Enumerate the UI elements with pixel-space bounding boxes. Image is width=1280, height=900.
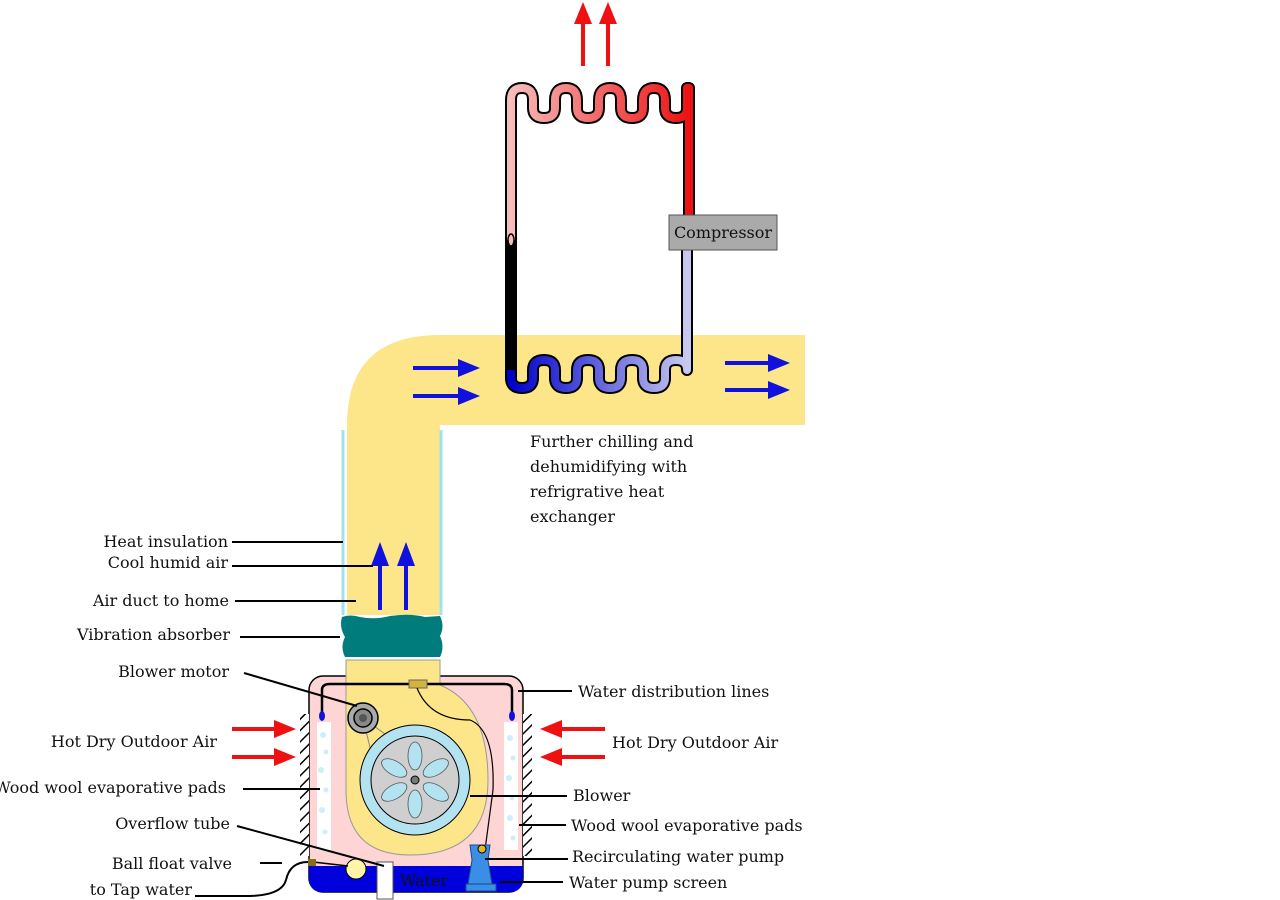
label-wood-wool-pads-left: Wood wool evaporative pads [0, 778, 226, 797]
label-ball-float-valve: Ball float valve [112, 854, 232, 873]
tap-water-line [195, 861, 309, 897]
leader-lines [232, 541, 572, 883]
chilling-note: Further chilling and dehumidifying with … [530, 432, 693, 526]
label-wood-wool-pads-right: Wood wool evaporative pads [571, 816, 803, 835]
cool-air-up-arrows [371, 542, 415, 610]
side-louver-left [300, 714, 309, 856]
overflow-tube [376, 861, 394, 900]
evaporator-coil [507, 250, 691, 392]
hot-air-exhaust-arrows [574, 2, 617, 66]
label-vibration-absorber: Vibration absorber [76, 625, 230, 644]
compressor-label: Compressor [674, 223, 772, 242]
duct-flow-arrows-right [725, 354, 790, 399]
refrigerant-loop: Compressor [505, 82, 778, 394]
compressor-box [668, 214, 778, 251]
tee-fitting [408, 679, 428, 689]
label-air-duct-to-home: Air duct to home [92, 591, 229, 610]
duct-flow-arrows-left [413, 359, 480, 405]
side-louver-right [523, 714, 532, 856]
expansion-valve [507, 233, 515, 247]
label-blower-motor: Blower motor [118, 662, 229, 681]
hot-air-in-arrows-right [540, 720, 605, 766]
air-duct [341, 335, 805, 615]
chilling-note-line-3: refrigrative heat [530, 482, 665, 501]
pump-riser [416, 687, 494, 851]
label-heat-insulation: Heat insulation [103, 532, 228, 551]
label-hot-dry-outdoor-air-left: Hot Dry Outdoor Air [51, 732, 217, 751]
chilling-note-line-4: exchanger [530, 507, 615, 526]
evaporative-pad-right [504, 722, 518, 850]
pad-texture [318, 732, 516, 841]
chilling-note-line-1: Further chilling and [530, 432, 693, 451]
label-water-distribution-lines: Water distribution lines [578, 682, 769, 701]
water-label: Water [400, 871, 448, 890]
label-water-pump-screen: Water pump screen [569, 873, 727, 892]
vibration-absorber [341, 614, 443, 657]
hot-air-in-arrows-left [232, 720, 296, 766]
label-hot-dry-outdoor-air-right: Hot Dry Outdoor Air [612, 733, 778, 752]
chilling-note-line-2: dehumidifying with [530, 457, 687, 476]
label-overflow-tube: Overflow tube [115, 814, 230, 833]
blower-blades [381, 741, 449, 819]
ball-float [345, 858, 367, 880]
label-to-tap-water: to Tap water [90, 880, 193, 899]
label-cool-humid-air: Cool humid air [108, 553, 229, 572]
label-blower: Blower [573, 786, 631, 805]
duct-body [347, 335, 805, 615]
condenser-coil [507, 84, 693, 245]
cooler-cabinet: Water [195, 659, 532, 900]
label-recirculating-water-pump: Recirculating water pump [572, 847, 784, 866]
